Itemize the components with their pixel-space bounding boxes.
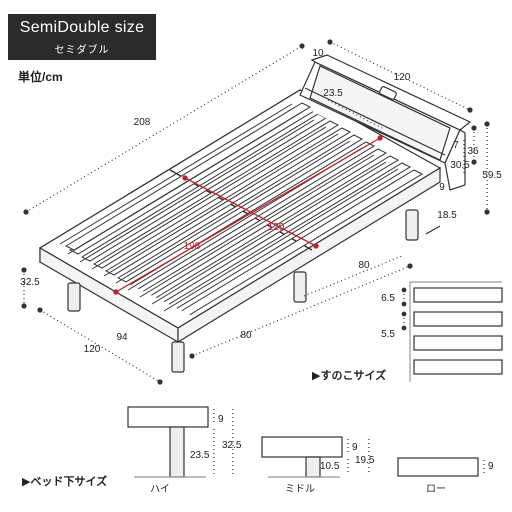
slat-detail [401, 281, 503, 382]
slat-detail-slat-3 [413, 335, 503, 351]
under-bed-labels: 9 23.5 32.5 ハイ 9 10.5 19.5 ミドル 9 ロー ▶ベッド… [22, 414, 494, 495]
slat-detail-slat-2 [413, 311, 503, 327]
title-size-japanese: セミダブル [54, 45, 110, 56]
middle-total-dim: 19.5 [355, 455, 375, 466]
slat-detail-slat-4 [413, 359, 503, 375]
headboard-shelf-face [309, 65, 451, 161]
dim-half-length-right: 80 [358, 260, 370, 271]
low-frame [397, 457, 479, 477]
middle-frame-dim: 9 [352, 442, 358, 453]
mattress-length-line [115, 137, 381, 293]
high-label: ハイ [150, 484, 170, 495]
slat-detail-labels: 6.5 5.5 ▶すのこサイズ [312, 293, 395, 382]
slat-lines [59, 103, 399, 312]
dim-mattress-width: 120 [268, 222, 285, 233]
slat-width-label: 6.5 [381, 293, 395, 304]
high-frame-dim: 9 [218, 414, 224, 425]
under-bed-caption: ▶ベッド下サイズ [22, 474, 107, 488]
headboard-side [444, 129, 466, 191]
dim-leg-offset: 18.5 [437, 210, 457, 221]
unit-label: 単位/cm [18, 70, 63, 84]
outlet-icon [379, 86, 397, 100]
high-clearance-dim: 23.5 [190, 450, 210, 461]
frame-right-face [177, 166, 441, 344]
dim-total-length: 208 [134, 117, 151, 128]
dim-frame-height: 32.5 [20, 277, 40, 288]
low-label: ロー [426, 484, 446, 495]
dim-headboard-depth: 10 [312, 48, 324, 59]
high-leg [169, 426, 185, 478]
title-size: SemiDouble size [19, 19, 145, 36]
leg-front-right [171, 341, 185, 373]
dimension-labels: 208 10 120 23.5 7 36 30.5 59.5 9 18.5 19… [20, 48, 502, 355]
dimension-lines [21, 39, 490, 385]
under-bed-low [397, 457, 485, 477]
dim-headboard-above: 36 [467, 146, 479, 157]
under-bed-middle [261, 436, 370, 478]
dim-headboard-top: 30.5 [450, 160, 470, 171]
dim-foot-width-outer: 120 [84, 344, 101, 355]
legs [67, 209, 419, 373]
middle-clearance-dim: 10.5 [320, 461, 340, 472]
dim-shelf-board: 7 [453, 140, 459, 151]
high-frame [127, 406, 209, 428]
middle-leg [305, 456, 321, 478]
dim-headboard-thickness: 9 [439, 182, 445, 193]
mattress-width-line [184, 177, 317, 247]
dim-foot-width-inner: 94 [116, 332, 128, 343]
middle-label: ミドル [285, 484, 315, 495]
slat-caption: ▶すのこサイズ [312, 368, 386, 382]
slat-detail-slat-1 [413, 287, 503, 303]
low-frame-dim: 9 [488, 461, 494, 472]
mattress-dimensions [113, 135, 383, 295]
dim-shelf-depth: 23.5 [323, 88, 343, 99]
slat-gap-label: 5.5 [381, 329, 395, 340]
title-box: SemiDouble size セミダブル [8, 14, 156, 60]
under-bed-high [127, 406, 234, 478]
high-total-dim: 32.5 [222, 440, 242, 451]
slats-upper [64, 102, 312, 251]
leg-front-left [67, 282, 81, 312]
dim-headboard-total: 59.5 [482, 170, 502, 181]
dim-half-length-left: 80 [240, 330, 252, 341]
middle-frame [261, 436, 343, 458]
dim-mattress-length: 198 [184, 241, 201, 252]
leg-back [405, 209, 419, 241]
dim-headboard-width: 120 [394, 72, 411, 83]
headboard [299, 54, 472, 191]
leg-middle [293, 271, 307, 303]
